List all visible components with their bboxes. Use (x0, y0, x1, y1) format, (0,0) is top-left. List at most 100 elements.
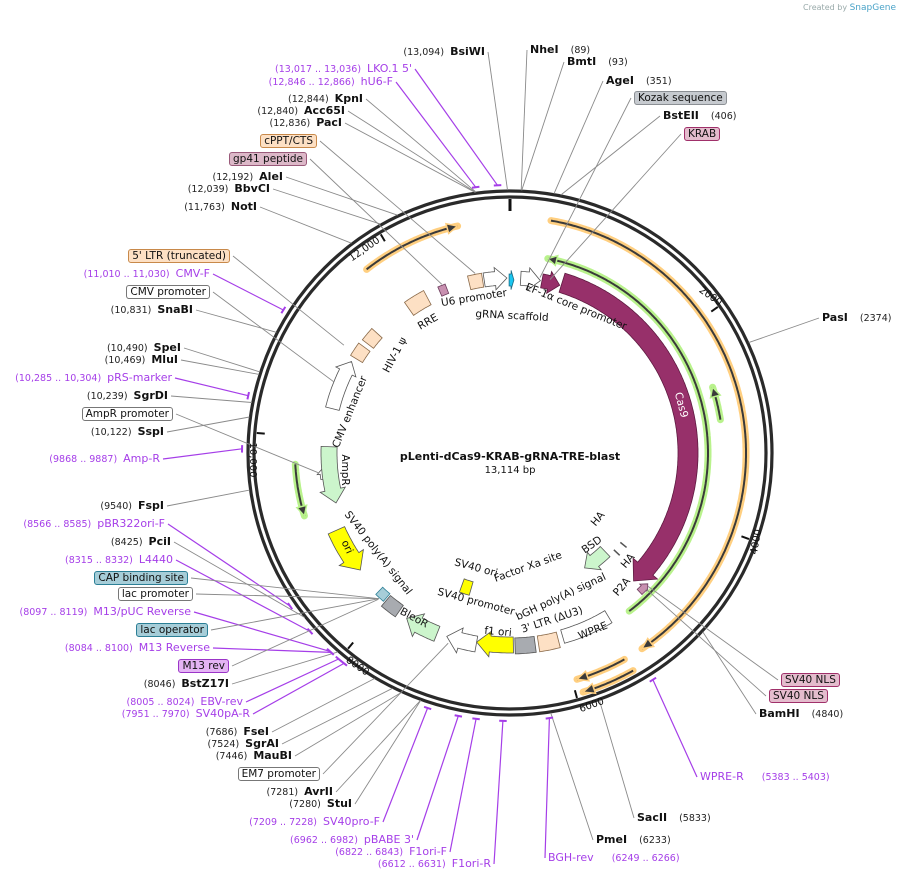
primer-cmv-f[interactable]: 11,010 .. 11,030CMV-F (84, 268, 210, 281)
feature-callout-sv40-nls[interactable]: SV40 NLS (769, 689, 828, 703)
primer-binding-mark[interactable] (472, 717, 480, 721)
primer-sv40pro-f[interactable]: 7209 .. 7228SV40pro-F (249, 816, 380, 829)
feature-callout-gp41-peptide[interactable]: gp41 peptide (229, 152, 307, 166)
primer-m13-puc-reverse[interactable]: 8097 .. 8119M13/pUC Reverse (20, 606, 192, 619)
feature-callout-m13-rev[interactable]: M13 rev (178, 659, 229, 673)
ampr-arrow[interactable] (319, 445, 347, 504)
primer-lko-1-5-[interactable]: 13,017 .. 13,036LKO.1 5' (275, 63, 412, 76)
primer-binding-mark[interactable] (454, 714, 463, 718)
primer-binding-mark[interactable] (280, 306, 287, 314)
restriction-site-acc65i[interactable]: 12,840Acc65I (257, 105, 345, 118)
grna-scaffold-box[interactable] (508, 270, 515, 290)
primer-bgh-rev[interactable]: BGH-rev6249 .. 6266 (548, 852, 680, 865)
sv40-ori-box[interactable] (458, 578, 474, 596)
feature-callout-cppt-cts[interactable]: cPPT/CTS (260, 134, 317, 148)
bleor-arrow[interactable] (406, 613, 441, 642)
restriction-site-bmti[interactable]: BmtI93 (567, 56, 628, 69)
restriction-site-agei[interactable]: AgeI351 (606, 75, 672, 88)
wpre-box[interactable] (560, 610, 613, 644)
p2a-arrow[interactable] (636, 583, 649, 596)
restriction-site-bbvci[interactable]: 12,039BbvCI (188, 183, 270, 196)
restriction-site-fsei[interactable]: 7686FseI (206, 726, 269, 739)
restriction-site-avrii[interactable]: 7281AvrII (266, 786, 333, 799)
cas9-arrow[interactable] (558, 272, 699, 582)
cppt-box[interactable] (467, 272, 485, 291)
restriction-site-sgrai[interactable]: 7524SgrAI (208, 738, 279, 751)
feature-callout-krab[interactable]: KRAB (684, 127, 721, 141)
restriction-site-sgrdi[interactable]: 10,239SgrDI (87, 390, 168, 403)
primer-binding-mark[interactable] (287, 602, 294, 610)
gp41-box[interactable] (437, 283, 450, 297)
orf-orange-3[interactable] (579, 667, 637, 696)
primer-binding-mark[interactable] (246, 391, 250, 400)
primer-prs-marker[interactable]: 10,285 .. 10,304pRS-marker (15, 372, 172, 385)
restriction-site-noti[interactable]: 11,763NotI (184, 201, 257, 214)
primer-wpre-r[interactable]: WPRE-R5383 .. 5403 (700, 771, 830, 784)
restriction-site-nhei[interactable]: NheI89 (530, 44, 590, 57)
restriction-site-paci[interactable]: 12,836PacI (270, 117, 343, 130)
primer-binding-mark[interactable] (335, 655, 343, 663)
feature-callout-cap-binding-site[interactable]: CAP binding site (94, 571, 188, 585)
restriction-site-pcii[interactable]: 8425PciI (111, 536, 171, 549)
primer-amp-r[interactable]: 9868 .. 9887Amp-R (49, 453, 160, 466)
primer-f1ori-f[interactable]: 6822 .. 6843F1ori-F (335, 846, 447, 859)
primer-hu6-f[interactable]: 12,846 .. 12,866hU6-F (269, 76, 393, 89)
primer-binding-mark[interactable] (306, 627, 314, 635)
restriction-site-bsteii[interactable]: BstEII406 (663, 110, 736, 123)
primer-binding-mark[interactable] (423, 705, 432, 711)
krab-arrow[interactable] (540, 270, 561, 295)
restriction-site-pasi[interactable]: PasI2374 (822, 312, 891, 325)
feature-callout-ampr-promoter[interactable]: AmpR promoter (81, 407, 173, 421)
hiv-psi-box-1[interactable] (350, 342, 371, 364)
restriction-site-snabi[interactable]: 10,831SnaBI (111, 304, 193, 317)
ef1a-promoter-arrow[interactable] (519, 266, 541, 291)
restriction-site-sspi[interactable]: 10,122SspI (91, 426, 164, 439)
feature-callout-cmv-promoter[interactable]: CMV promoter (126, 285, 210, 299)
feature-label-ampr[interactable]: AmpR (339, 454, 351, 486)
primer-binding-mark[interactable] (471, 185, 480, 189)
feature-callout-em7-promoter[interactable]: EM7 promoter (237, 767, 320, 781)
primer-m13-reverse[interactable]: 8084 .. 8100M13 Reverse (65, 642, 210, 655)
cmv-enhancer-arrow[interactable] (325, 360, 357, 411)
u6-promoter-arrow[interactable] (482, 266, 508, 291)
primer-pbabe-3-[interactable]: 6962 .. 6982pBABE 3' (290, 834, 414, 847)
primer-binding-mark[interactable] (649, 676, 657, 683)
restriction-site-kpni[interactable]: 12,844KpnI (288, 93, 363, 106)
restriction-site-mlui[interactable]: 10,469MluI (105, 354, 178, 367)
f1-ori-arrow[interactable] (476, 630, 514, 658)
bgh-polya-box[interactable] (514, 635, 537, 655)
ori-arrow[interactable] (327, 526, 364, 571)
feature-callout-sv40-nls[interactable]: SV40 NLS (781, 673, 840, 687)
bsd-arrow[interactable] (584, 545, 611, 571)
orf-green-small[interactable] (709, 383, 724, 424)
feature-callout-5-ltr-truncated-[interactable]: 5' LTR (truncated) (128, 249, 230, 263)
restriction-site-alei[interactable]: 12,192AleI (212, 171, 283, 184)
primer-sv40pa-r[interactable]: 7951 .. 7970SV40pA-R (122, 708, 250, 721)
orf-orange-main[interactable] (547, 217, 750, 653)
sv40-polya-box[interactable] (380, 594, 404, 618)
orf-orange-upper-left[interactable] (363, 222, 462, 273)
feature-callout-lac-promoter[interactable]: lac promoter (117, 587, 193, 601)
orf-orange-2[interactable] (573, 655, 628, 683)
restriction-site-bsiwi[interactable]: 13,094BsiWI (403, 46, 485, 59)
restriction-site-bamhi[interactable]: BamHI4840 (759, 708, 843, 721)
orf-green-left[interactable] (291, 460, 308, 520)
restriction-site-bstz17i[interactable]: 8046BstZ17I (144, 678, 229, 691)
primer-binding-mark[interactable] (545, 716, 554, 720)
ha-tag-mark[interactable] (619, 541, 628, 548)
feature-callout-lac-operator[interactable]: lac operator (136, 623, 208, 637)
primer-binding-mark[interactable] (327, 649, 335, 656)
feature-callout-kozak-sequence[interactable]: Kozak sequence (634, 91, 727, 105)
sv40-promoter-arrow[interactable] (446, 627, 479, 654)
ltr3-box[interactable] (536, 631, 561, 653)
restriction-site-fspi[interactable]: 9540FspI (100, 500, 164, 513)
rre-box[interactable] (403, 289, 432, 316)
lac-features-box[interactable] (375, 586, 391, 602)
primer-pbr322ori-f[interactable]: 8566 .. 8585pBR322ori-F (23, 518, 165, 531)
hiv-psi-box-2[interactable] (361, 327, 383, 349)
restriction-site-pmei[interactable]: PmeI6233 (596, 834, 671, 847)
restriction-site-stui[interactable]: 7280StuI (289, 798, 352, 811)
restriction-site-spei[interactable]: 10,490SpeI (107, 342, 181, 355)
restriction-site-maubi[interactable]: 7446MauBI (216, 750, 292, 763)
ha-tag-mark[interactable] (613, 549, 621, 556)
